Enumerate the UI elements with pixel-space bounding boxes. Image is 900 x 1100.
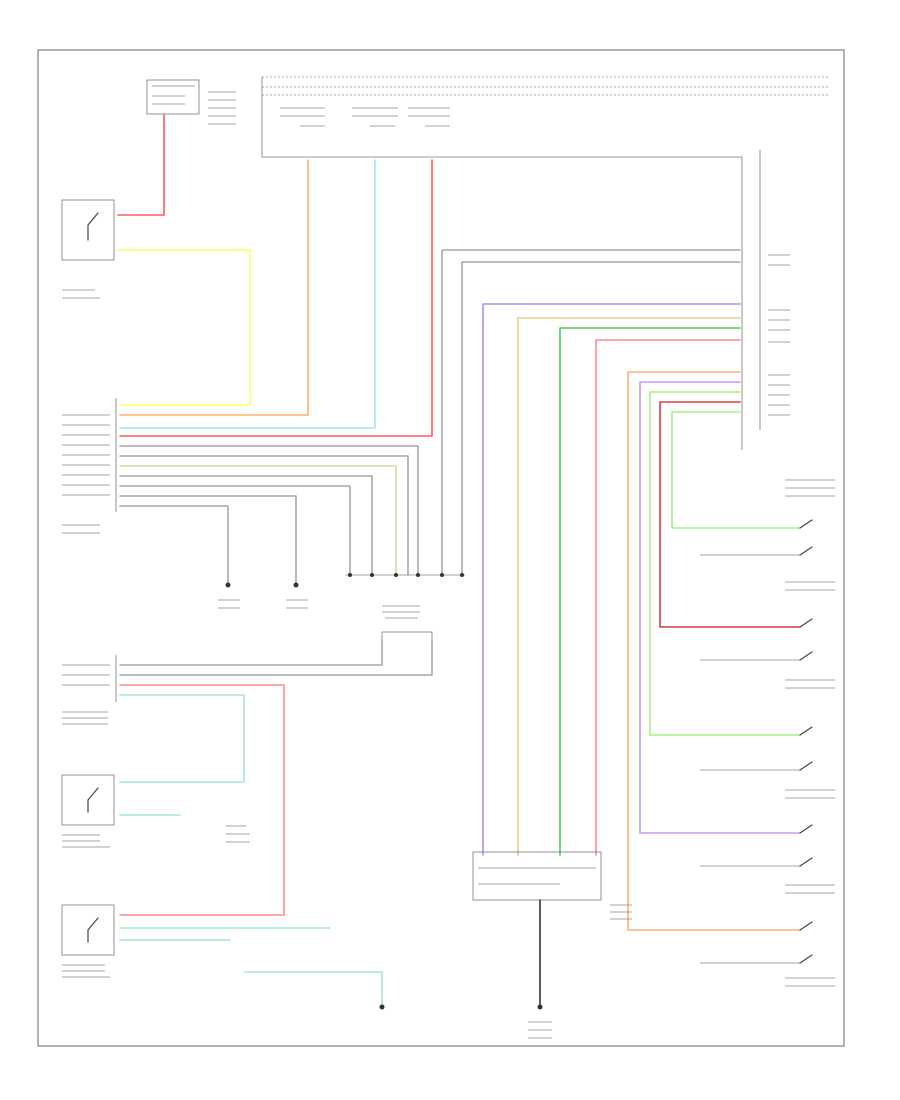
- driver-seat-belt-switch: [61, 774, 250, 848]
- wire-gray-4: [119, 485, 351, 576]
- wire-gray-5: [119, 495, 297, 586]
- wire-tan-right: [517, 317, 741, 856]
- junction-connector: [345, 573, 465, 640]
- wire-red-main: [119, 159, 433, 437]
- wire-purple: [639, 381, 801, 834]
- wire-blue: [482, 303, 741, 856]
- wire-gray-6: [119, 505, 229, 586]
- wire-light-green-1: [649, 391, 801, 736]
- instrument-cluster: [62, 398, 117, 534]
- wire-gray-right-1: [441, 249, 741, 576]
- diagram-frame: [37, 49, 845, 1047]
- left-ground-points: [218, 582, 308, 609]
- wire-gray-rcm-2: [119, 639, 433, 676]
- ground-bottom-left: [379, 1004, 385, 1010]
- wire-cyan: [119, 159, 376, 429]
- wire-red-rcm: [119, 684, 285, 916]
- wire-pink-right: [595, 339, 741, 856]
- restraints-control-module: [62, 655, 117, 725]
- wire-gray-right-2: [461, 261, 741, 576]
- wire-dark-red: [659, 401, 801, 628]
- door-ajar-switches: [700, 479, 835, 987]
- wire-light-green-2: [671, 411, 801, 529]
- wire-yellow: [117, 249, 251, 406]
- trunk-ground: [528, 1004, 552, 1039]
- wire-mint-rcm: [119, 694, 245, 783]
- wire-gray-3: [119, 475, 373, 576]
- wire-orange: [119, 159, 309, 416]
- passenger-seat-belt-switch: [61, 904, 115, 978]
- wire-gray-1: [119, 445, 419, 576]
- wire-tan: [119, 465, 397, 576]
- ignition-switch: [61, 199, 115, 299]
- wire-orange-right: [627, 371, 801, 931]
- wire-green: [559, 327, 741, 856]
- wire-gray-2: [119, 455, 409, 576]
- smart-junction-box: [472, 851, 632, 920]
- wire-gray-rcm-1: [119, 639, 383, 666]
- fuse-box-dashed: [261, 76, 828, 450]
- wire-red-ignition: [117, 114, 165, 216]
- connector-block-right: [759, 150, 790, 430]
- fuse-panel-top: [146, 79, 236, 125]
- wire-mint-bottom: [244, 971, 383, 1006]
